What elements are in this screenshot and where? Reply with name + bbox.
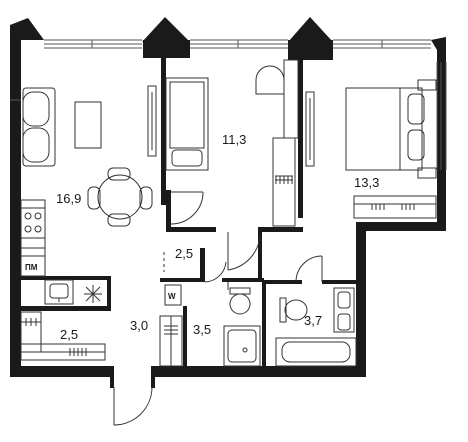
window-right xyxy=(436,62,447,170)
ventilation-icon xyxy=(84,285,102,303)
doors xyxy=(113,191,323,426)
area-hall: 2,5 xyxy=(175,246,193,261)
door-entry xyxy=(113,386,153,426)
door-bathroom-2 xyxy=(295,255,323,283)
bedroom-small-furniture xyxy=(165,59,299,227)
hallway-closet xyxy=(159,315,183,367)
double-sink xyxy=(333,287,355,333)
bathtub xyxy=(275,337,357,367)
toilet xyxy=(229,287,251,315)
bedroom-large-furniture xyxy=(305,79,437,219)
door-bedroom-small xyxy=(170,191,204,225)
windows xyxy=(10,39,447,170)
tv-stand xyxy=(147,85,157,157)
washer-label: W xyxy=(168,292,176,301)
bath-sink xyxy=(223,325,261,367)
window-living xyxy=(44,39,142,49)
coffee-table xyxy=(74,101,102,149)
interior-walls xyxy=(10,55,358,388)
window-bedroom-small xyxy=(190,39,288,49)
single-bed xyxy=(165,77,209,171)
storage-rack xyxy=(20,343,106,361)
dining-set xyxy=(87,167,153,227)
storage-shelf xyxy=(20,311,42,353)
hob xyxy=(20,207,46,239)
window-bedroom-large xyxy=(333,39,431,49)
dishwasher: ПМ xyxy=(20,255,46,277)
double-bed xyxy=(345,87,425,171)
desk-chair xyxy=(255,65,285,95)
area-corridor: 3,0 xyxy=(130,318,148,333)
desk xyxy=(283,59,299,139)
wardrobe-large xyxy=(353,195,437,219)
dresser xyxy=(305,91,315,167)
area-bathroom: 3,5 xyxy=(193,322,211,337)
living-furniture xyxy=(20,85,165,305)
storage-furniture xyxy=(20,311,183,367)
door-hall xyxy=(227,232,261,271)
bathroom-furniture xyxy=(223,287,357,367)
area-bedroom-large: 13,3 xyxy=(354,175,379,190)
dishwasher-label: ПМ xyxy=(25,263,38,272)
area-bedroom-small: 11,3 xyxy=(222,132,246,147)
toilet-2 xyxy=(279,297,308,323)
wardrobe xyxy=(272,137,296,227)
nightstand-top xyxy=(417,79,437,91)
room-labels: 16,9 11,3 13,3 2,5 2,5 3,0 3,5 3,7 xyxy=(56,132,379,342)
area-bathroom-2: 3,7 xyxy=(304,313,322,328)
area-living-kitchen: 16,9 xyxy=(56,191,81,206)
kitchen-sink xyxy=(44,279,74,305)
area-storage: 2,5 xyxy=(60,327,78,342)
door-bathroom xyxy=(204,261,229,290)
nightstand-bottom xyxy=(417,167,437,179)
sofa xyxy=(22,87,56,167)
washer: W xyxy=(164,284,182,306)
